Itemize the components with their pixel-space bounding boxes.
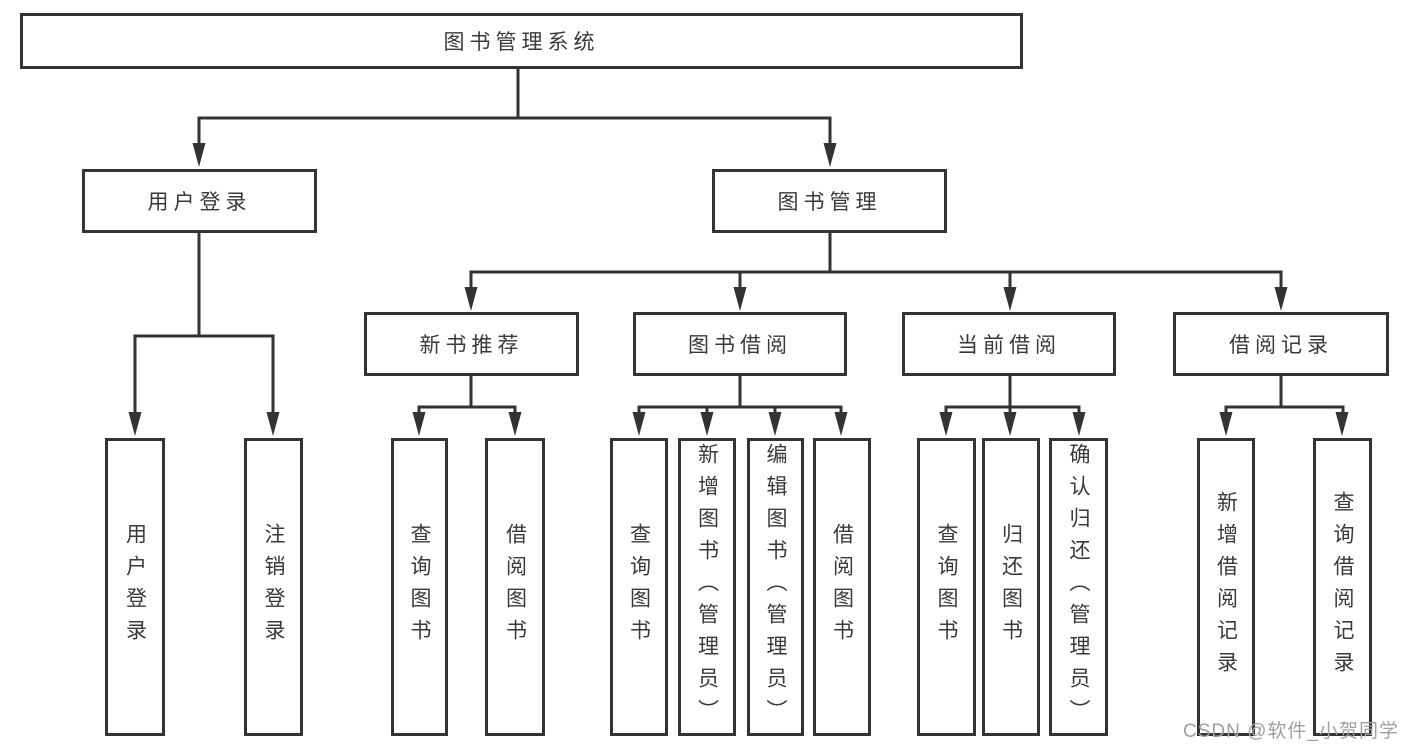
node-label: 注销登录 [262, 523, 285, 651]
node-book-management: 图书管理 [712, 169, 947, 233]
edge-userlogin-split [133, 334, 275, 414]
node-label: 图书借阅 [688, 334, 792, 357]
node-leaf-query-book-3: 查询图书 [917, 438, 976, 736]
node-label: 新增借阅记录 [1214, 491, 1238, 683]
node-leaf-query-book-2: 查询图书 [610, 438, 668, 736]
node-current-borrow: 当前借阅 [902, 312, 1116, 376]
node-label: 借阅图书 [503, 523, 527, 651]
node-leaf-return-book: 归还图书 [982, 438, 1040, 736]
node-label: 查询图书 [627, 523, 651, 651]
node-label: 用户登录 [147, 191, 252, 214]
node-leaf-add-borrow-record: 新增借阅记录 [1197, 438, 1255, 736]
node-leaf-query-book-1: 查询图书 [391, 438, 448, 736]
node-leaf-confirm-return-admin: 确认归还（管理员） [1049, 438, 1108, 736]
edge-bookmgmt-split [469, 270, 1283, 290]
edge-records-split [1224, 405, 1345, 415]
node-leaf-query-borrow-record: 查询借阅记录 [1313, 438, 1372, 736]
node-user-login: 用户登录 [82, 169, 317, 233]
node-leaf-logout: 注销登录 [244, 438, 303, 736]
node-label: 归还图书 [999, 523, 1023, 651]
node-library-management-system: 图书管理系统 [20, 13, 1023, 69]
node-label: 新书推荐 [419, 334, 524, 357]
node-label: 查询图书 [408, 523, 431, 651]
node-label: 用户登录 [123, 523, 147, 651]
node-label: 图书管理 [777, 191, 882, 214]
node-label: 当前借阅 [957, 334, 1061, 357]
node-leaf-add-book-admin: 新增图书（管理员） [678, 438, 736, 736]
node-label: 查询图书 [935, 523, 958, 651]
csdn-watermark: CSDN @软件_小贺同学 [1183, 721, 1399, 742]
node-label: 借阅图书 [830, 523, 854, 651]
edge-root-split [197, 116, 832, 146]
edge-newrec-split [417, 405, 517, 415]
node-label: 新增图书（管理员） [695, 443, 719, 731]
node-leaf-borrow-book-2: 借阅图书 [813, 438, 871, 736]
arrowheads [128, 143, 1349, 436]
node-new-book-recommend: 新书推荐 [364, 312, 579, 376]
node-borrow-records: 借阅记录 [1173, 312, 1389, 376]
node-label: 借阅记录 [1229, 334, 1333, 357]
node-label: 查询借阅记录 [1331, 491, 1354, 683]
node-label: 确认归还（管理员） [1067, 443, 1090, 731]
node-label: 编辑图书（管理员） [764, 443, 787, 731]
node-leaf-edit-book-admin: 编辑图书（管理员） [747, 438, 804, 736]
edge-borrow-split [637, 405, 843, 415]
node-label: 图书管理系统 [443, 31, 600, 54]
node-book-borrow: 图书借阅 [633, 312, 847, 376]
edge-current-split [944, 405, 1081, 415]
node-leaf-user-login: 用户登录 [105, 438, 165, 736]
node-leaf-borrow-book-1: 借阅图书 [485, 438, 545, 736]
